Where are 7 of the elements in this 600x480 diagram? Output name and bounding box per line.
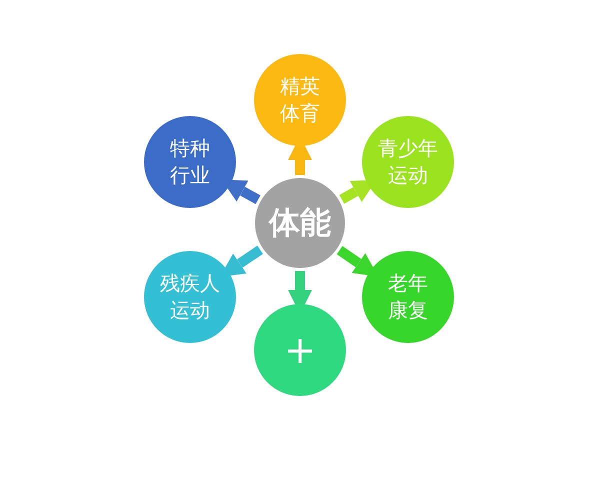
node-label: 精英体育 <box>279 73 321 127</box>
node-label: 老年康复 <box>387 270 429 324</box>
node-label: 体能 <box>267 208 332 238</box>
node-label: 特种行业 <box>169 135 211 189</box>
node-label: 青少年运动 <box>377 135 439 189</box>
node-label: 残疾人运动 <box>159 270 221 324</box>
node-label: + <box>283 331 317 369</box>
